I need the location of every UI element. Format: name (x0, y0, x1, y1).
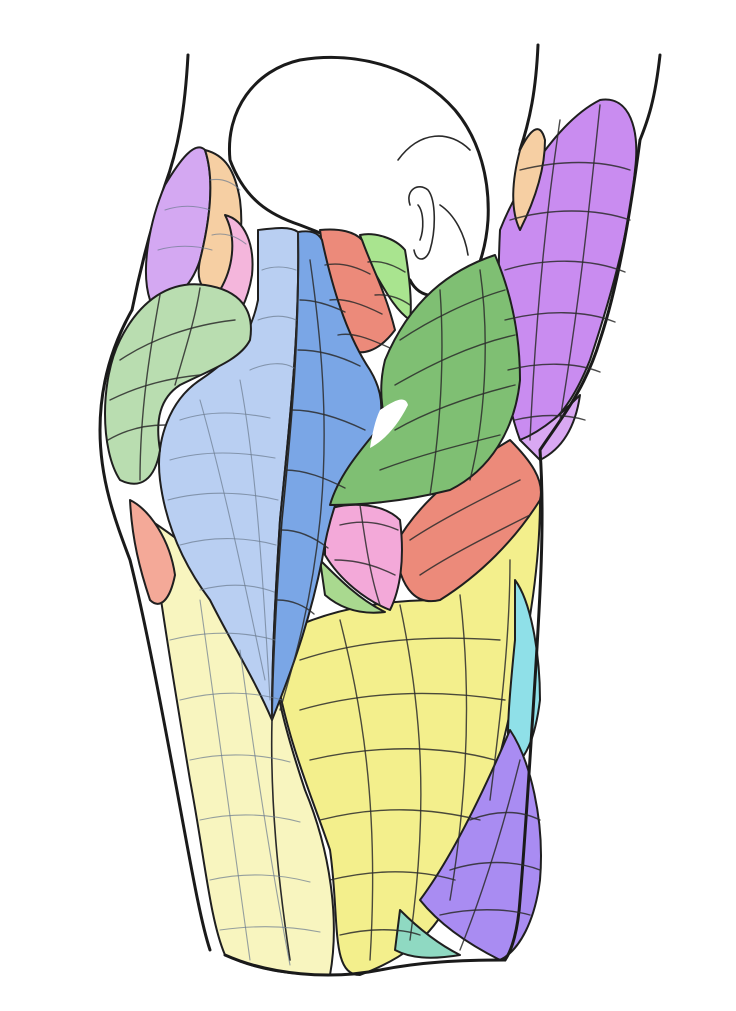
right-arm-outline-outer (638, 53, 662, 142)
grid-right-lat (299, 559, 511, 961)
hair-line (397, 135, 471, 161)
muscle-left-salmon-lower (129, 499, 176, 605)
skull-line (439, 204, 469, 256)
head-outline (227, 56, 490, 298)
right-arm-outline-upper (518, 43, 540, 152)
spine-line (270, 231, 300, 961)
body-outline-left (98, 308, 212, 952)
grid-spine (167, 259, 366, 711)
body-outline-right (503, 138, 642, 962)
grid-right-shoulder (379, 269, 516, 496)
grid-neck (324, 260, 411, 349)
ear-outline (408, 186, 436, 260)
grid-left-lat (169, 599, 321, 966)
ear-inner (417, 204, 424, 241)
body-outline-bottom (223, 953, 507, 977)
muscle-lower-teal (394, 909, 461, 959)
grid-left-shoulder (107, 287, 236, 481)
grid-right-arm (504, 104, 631, 441)
muscle-right-upper-peach (512, 128, 546, 231)
muscle-teres-pink (324, 503, 403, 611)
muscle-lower-green (319, 559, 386, 614)
grid-left-back (157, 178, 247, 251)
grid-violet (439, 759, 541, 951)
grid-teres (334, 479, 531, 606)
shoulder-gap-white (370, 399, 408, 448)
muscle-spine-blue (271, 230, 383, 721)
